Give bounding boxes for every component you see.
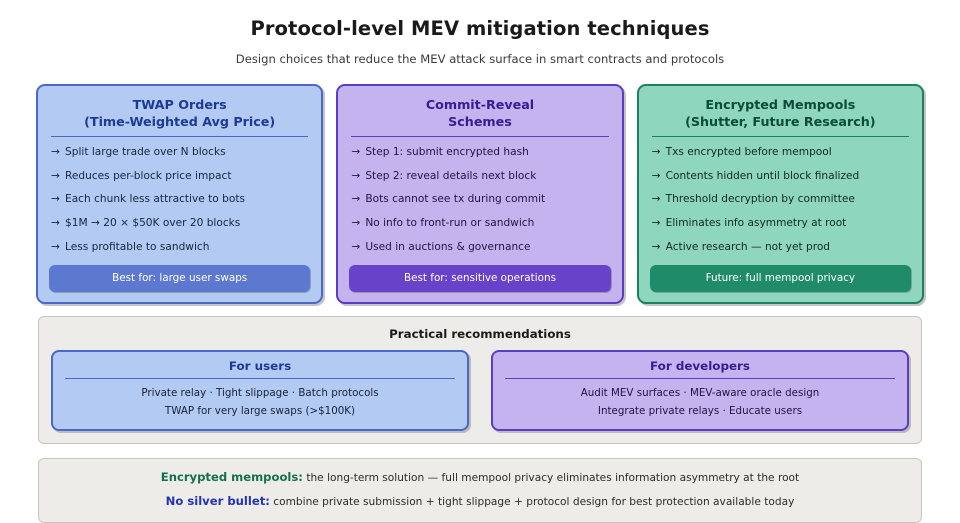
card-divider xyxy=(51,136,309,137)
arrow-right-icon: → xyxy=(51,146,60,158)
list-item-label: Step 1: submit encrypted hash xyxy=(365,146,529,158)
card-divider xyxy=(651,136,909,137)
list-item: → Used in auctions & governance xyxy=(351,241,608,254)
card-commit-reveal: Commit-Reveal Schemes → Step 1: submit en… xyxy=(336,84,624,304)
recommendations-for-users: For users Private relay · Tight slippage… xyxy=(51,349,469,432)
arrow-right-icon: → xyxy=(51,193,60,206)
list-item-label: No info to front-run or sandwich xyxy=(365,217,535,230)
list-item: → $1M → 20 × $50K over 20 blocks xyxy=(51,217,308,230)
card-twap-orders: TWAP Orders (Time-Weighted Avg Price) → S… xyxy=(36,84,324,304)
list-item-label: Less profitable to sandwich xyxy=(65,240,210,253)
list-item-label: Bots cannot see tx during commit xyxy=(365,193,546,206)
recommendation-line: Integrate private relays · Educate users xyxy=(597,405,803,418)
recommendations-panel-title: For developers xyxy=(650,358,750,373)
list-item-label: Eliminates info asymmetry at root xyxy=(665,217,847,230)
list-item: → No info to front-run or sandwich xyxy=(351,217,608,230)
summary-panel: Encrypted mempools: the long-term soluti… xyxy=(38,458,922,523)
list-item: → Contents hidden until block finalized xyxy=(652,170,909,183)
arrow-right-icon: → xyxy=(651,217,661,230)
list-item-label: Contents hidden until block finalized xyxy=(665,169,860,182)
recommendations-panel-title: For users xyxy=(228,358,292,373)
list-item-label: Split large trade over N blocks xyxy=(65,146,226,158)
arrow-right-icon: → xyxy=(51,217,60,230)
recommendations-for-developers: For developers Audit MEV surfaces · MEV-… xyxy=(491,349,909,432)
card-bullet-list: → Step 1: submit encrypted hash → Step 2: … xyxy=(349,146,610,265)
page-subtitle: Design choices that reduce the MEV attac… xyxy=(235,52,725,66)
list-item: → Bots cannot see tx during commit xyxy=(351,193,608,206)
recommendation-line: Private relay · Tight slippage · Batch p… xyxy=(141,386,379,399)
card-footer-badge: Future: full mempool privacy xyxy=(649,264,911,292)
list-item-label: Active research — not yet prod xyxy=(665,240,831,253)
list-item: → Threshold decryption by committee xyxy=(652,193,909,206)
list-item: → Split large trade over N blocks xyxy=(51,146,308,159)
list-item-label: Step 2: reveal details next block xyxy=(365,169,537,182)
summary-line: Encrypted mempools: the long-term soluti… xyxy=(49,470,911,486)
list-item-label: Threshold decryption by committee xyxy=(665,193,855,206)
list-item: → Txs encrypted before mempool xyxy=(652,146,909,159)
summary-lead-label: No silver bullet: xyxy=(165,494,270,509)
list-item: → Eliminates info asymmetry at root xyxy=(652,217,909,230)
arrow-right-icon: → xyxy=(351,217,361,230)
card-title: Commit-Reveal Schemes xyxy=(349,95,610,136)
card-title-line1: TWAP Orders xyxy=(132,97,227,112)
recommendations-columns: For users Private relay · Tight slippage… xyxy=(51,349,909,432)
arrow-right-icon: → xyxy=(51,240,60,253)
card-title: Encrypted Mempools (Shutter, Future Rese… xyxy=(650,95,911,136)
technique-card-row: TWAP Orders (Time-Weighted Avg Price) → S… xyxy=(0,66,960,304)
arrow-right-icon: → xyxy=(651,146,661,158)
card-title-line2: (Shutter, Future Research) xyxy=(685,113,876,129)
card-footer-badge: Best for: large user swaps xyxy=(49,264,311,292)
recommendations-heading: Practical recommendations xyxy=(389,326,571,341)
panel-divider xyxy=(505,377,895,379)
list-item: → Less profitable to sandwich xyxy=(51,241,308,254)
list-item-label: Reduces per-block price impact xyxy=(65,169,232,182)
arrow-right-icon: → xyxy=(351,193,361,206)
arrow-right-icon: → xyxy=(351,169,361,182)
panel-divider xyxy=(65,377,455,379)
card-bullet-list: → Txs encrypted before mempool → Contents … xyxy=(650,146,911,265)
card-footer-badge: Best for: sensitive operations xyxy=(349,264,611,292)
arrow-right-icon: → xyxy=(51,169,60,182)
recommendation-line: TWAP for very large swaps (>$100K) xyxy=(164,405,356,418)
card-title-line1: Encrypted Mempools xyxy=(705,97,856,112)
summary-lead-label: Encrypted mempools: xyxy=(160,470,303,485)
card-title: TWAP Orders (Time-Weighted Avg Price) xyxy=(49,95,310,136)
arrow-right-icon: → xyxy=(651,169,661,182)
list-item: → Step 2: reveal details next block xyxy=(351,170,608,183)
card-title-line1: Commit-Reveal xyxy=(425,97,535,112)
card-bullet-list: → Split large trade over N blocks → Reduce… xyxy=(49,146,310,265)
card-encrypted-mempools: Encrypted Mempools (Shutter, Future Rese… xyxy=(636,84,924,304)
arrow-right-icon: → xyxy=(651,193,661,206)
arrow-right-icon: → xyxy=(351,240,361,253)
list-item: → Step 1: submit encrypted hash xyxy=(351,146,608,159)
list-item: → Each chunk less attractive to bots xyxy=(51,193,308,206)
practical-recommendations-panel: Practical recommendations For users Priv… xyxy=(38,315,922,445)
arrow-right-icon: → xyxy=(351,146,361,158)
list-item-label: $1M → 20 × $50K over 20 blocks xyxy=(65,217,241,230)
summary-line: No silver bullet: combine private submis… xyxy=(49,494,911,510)
summary-body-text: the long-term solution — full mempool pr… xyxy=(306,472,800,485)
arrow-right-icon: → xyxy=(651,240,661,253)
card-divider xyxy=(351,136,609,137)
summary-body-text: combine private submission + tight slipp… xyxy=(273,496,795,509)
list-item-label: Each chunk less attractive to bots xyxy=(65,193,246,206)
list-item-label: Txs encrypted before mempool xyxy=(665,146,832,158)
list-item: → Reduces per-block price impact xyxy=(51,170,308,183)
page-title: Protocol-level MEV mitigation techniques xyxy=(250,17,710,40)
recommendation-line: Audit MEV surfaces · MEV-aware oracle de… xyxy=(580,386,820,399)
card-title-line2: (Time-Weighted Avg Price) xyxy=(84,113,276,129)
list-item-label: Used in auctions & governance xyxy=(365,240,531,253)
card-title-line2: Schemes xyxy=(448,113,512,129)
list-item: → Active research — not yet prod xyxy=(652,241,909,254)
